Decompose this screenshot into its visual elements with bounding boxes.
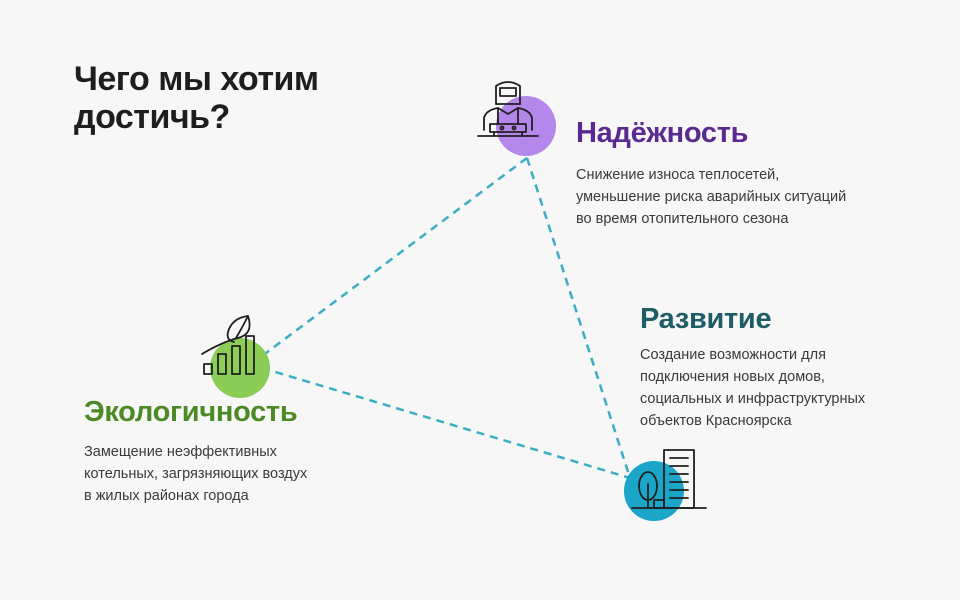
development-circle [624, 461, 684, 521]
growth-leaf-icon [201, 315, 255, 375]
page-title: Чего мы хотим достичь? [74, 60, 319, 136]
connector-reliability-development [525, 157, 632, 479]
reliability-description: Снижение износа теплосетей, уменьшение р… [576, 167, 847, 227]
connector-ecology-development [261, 366, 631, 480]
development-description: Создание возможности для подключения нов… [640, 347, 866, 429]
connector-reliability-ecology [261, 156, 528, 358]
reliability-heading: Надёжность [576, 117, 749, 149]
welder-icon [477, 81, 539, 137]
development-heading: Развитие [640, 303, 772, 335]
ecology-description: Замещение неэффективных котельных, загря… [84, 444, 308, 504]
ecology-heading: Экологичность [84, 396, 298, 428]
buildings-icon [631, 449, 707, 509]
